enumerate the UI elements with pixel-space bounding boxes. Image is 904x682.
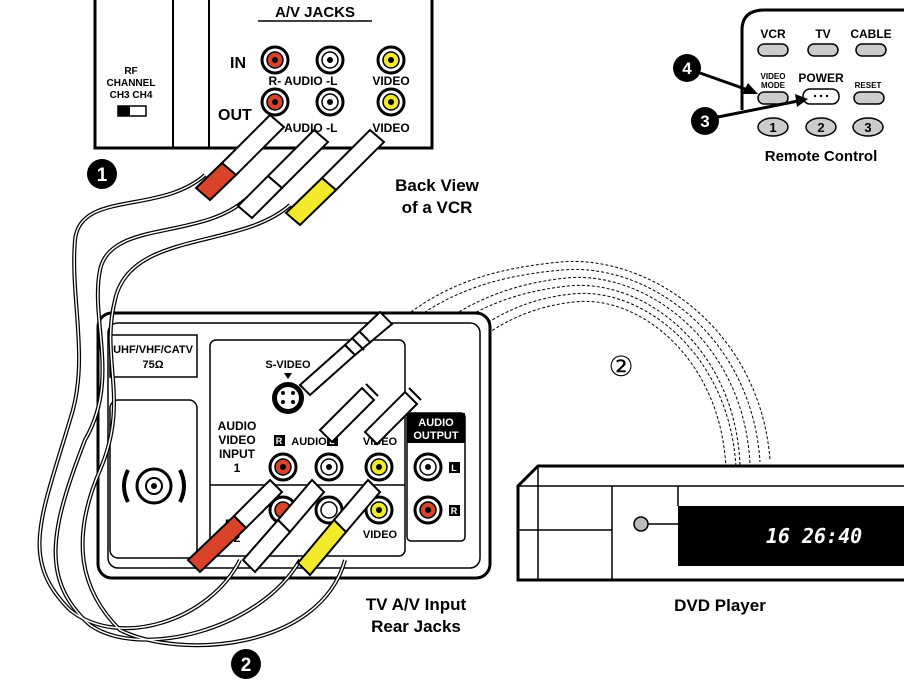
- remote-power-label: POWER: [798, 71, 844, 85]
- av-jacks-title: A/V JACKS: [275, 4, 355, 21]
- remote-number-button-2[interactable]: 2: [805, 117, 837, 137]
- step-1-marker: 1: [87, 159, 117, 189]
- remote-tv-button[interactable]: [807, 43, 839, 57]
- audio-output-r-jack[interactable]: [413, 495, 443, 525]
- rf-channel-label: RF: [124, 66, 137, 77]
- vcr-audio-in-label: R- AUDIO -L: [269, 74, 338, 88]
- vcr-in-label: IN: [230, 55, 246, 72]
- tv-yellow-plug: [296, 478, 382, 577]
- remote-reset-button[interactable]: [853, 91, 885, 105]
- vcr-video-out-jack[interactable]: [376, 87, 406, 117]
- svg-text:3: 3: [864, 120, 871, 135]
- tv-input1-audio-l-jack[interactable]: [314, 452, 344, 482]
- audio-output-l-jack[interactable]: [413, 452, 443, 482]
- antenna-input-label: UHF/VHF/CATV: [113, 344, 194, 356]
- svg-text:4: 4: [682, 59, 692, 78]
- input1-label: 1: [234, 461, 241, 475]
- vcr-caption: of a VCR: [402, 198, 473, 217]
- r-badge: [274, 435, 285, 446]
- step-2-marker: 2: [231, 649, 261, 679]
- remote-tv-button-label: TV: [815, 27, 830, 41]
- remote-control: VCR TV CABLE VIDEO MODE POWER RESET 1 2 …: [740, 8, 904, 165]
- dvd-display: [678, 506, 904, 566]
- tv-back-panel: UHF/VHF/CATV 75Ω S-VIDEO AUDIO VIDEO INP…: [96, 311, 492, 580]
- dvd-caption: DVD Player: [674, 596, 766, 615]
- dvd-player: 16 26:40: [516, 464, 904, 582]
- remote-cable-button[interactable]: [855, 43, 887, 57]
- tv-red-plug: [186, 478, 284, 574]
- vcr-audio-r-out-jack[interactable]: [260, 87, 290, 117]
- remote-number-button-3[interactable]: 3: [852, 117, 884, 137]
- tv-audio-label: AUDIO: [291, 436, 327, 448]
- svg-text:R: R: [451, 506, 458, 516]
- svg-text:L: L: [451, 463, 457, 473]
- svg-text:2: 2: [241, 655, 252, 676]
- vcr-video-in-label: VIDEO: [372, 74, 409, 88]
- antenna-input-label: 75Ω: [142, 359, 163, 371]
- tv-input1-video-jack[interactable]: [364, 452, 394, 482]
- vcr-audio-out-label: R- AUDIO -L: [269, 121, 338, 135]
- svideo-label: S-VIDEO: [265, 359, 311, 371]
- vcr-audio-l-in-jack[interactable]: [315, 45, 345, 75]
- tv-video-label-2: VIDEO: [363, 529, 398, 541]
- tv-input1-audio-r-jack[interactable]: [268, 452, 298, 482]
- vcr-video-out-label: VIDEO: [372, 121, 409, 135]
- step-4-marker: 4: [673, 54, 701, 82]
- input1-label: VIDEO: [218, 433, 255, 447]
- rf-channel-label: CH3 CH4: [110, 90, 153, 101]
- tv-white-plug: [241, 478, 326, 574]
- vcr-caption: Back View: [395, 176, 480, 195]
- step-3-arrow: [717, 94, 808, 119]
- step-4-arrow: [699, 71, 758, 94]
- vcr-video-in-jack[interactable]: [376, 45, 406, 75]
- svg-text:1: 1: [97, 165, 108, 186]
- vcr-out-label: OUT: [218, 107, 252, 124]
- vcr-yellow-plug: [284, 128, 386, 227]
- input1-label: INPUT: [219, 447, 256, 461]
- rf-channel-switch[interactable]: [117, 105, 147, 117]
- vcr-audio-l-out-jack[interactable]: [315, 87, 345, 117]
- audio-output-label: OUTPUT: [413, 430, 459, 442]
- remote-video-mode-label: VIDEO: [761, 72, 786, 81]
- remote-number-button-1[interactable]: 1: [757, 117, 789, 137]
- svg-text:2: 2: [817, 120, 824, 135]
- vcr-audio-r-in-jack[interactable]: [260, 45, 290, 75]
- remote-power-button[interactable]: [802, 88, 840, 105]
- vcr-to-tv-cable-bundle-inner: [38, 174, 346, 646]
- remote-cable-button-label: CABLE: [850, 27, 891, 41]
- step-2-option-label: ②: [608, 351, 633, 382]
- dvd-audio-l-plug: [318, 383, 379, 444]
- antenna-coax-connector[interactable]: [122, 467, 186, 505]
- dvd-video-plug: [363, 387, 422, 446]
- svg-text:3: 3: [700, 112, 709, 131]
- remote-video-mode-button[interactable]: [757, 91, 789, 105]
- svg-text:R: R: [276, 436, 283, 446]
- input2-label: 2: [234, 531, 241, 545]
- dvd-display-text: 16 26:40: [766, 524, 862, 548]
- tv-caption: TV A/V Input: [366, 595, 467, 614]
- vcr-red-plug: [194, 113, 286, 202]
- svideo-input-jack[interactable]: [272, 382, 304, 414]
- rf-channel-label: CHANNEL: [107, 78, 156, 89]
- audio-output-label: AUDIO: [418, 417, 454, 429]
- tv-caption: Rear Jacks: [371, 617, 461, 636]
- svideo-plug: [298, 310, 394, 397]
- remote-control-caption: Remote Control: [765, 148, 878, 165]
- step-3-marker: 3: [691, 107, 719, 135]
- svg-text:1: 1: [769, 120, 776, 135]
- remote-video-mode-label: MODE: [761, 81, 786, 90]
- remote-reset-label: RESET: [855, 81, 882, 90]
- remote-vcr-button-label: VCR: [760, 27, 786, 41]
- input1-label: AUDIO: [218, 419, 257, 433]
- remote-vcr-button[interactable]: [757, 43, 789, 57]
- vcr-back-panel: RF CHANNEL CH3 CH4 A/V JACKS IN OUT R- A…: [93, 0, 434, 150]
- vcr-white-plug: [236, 128, 330, 220]
- dvd-power-led[interactable]: [633, 516, 649, 532]
